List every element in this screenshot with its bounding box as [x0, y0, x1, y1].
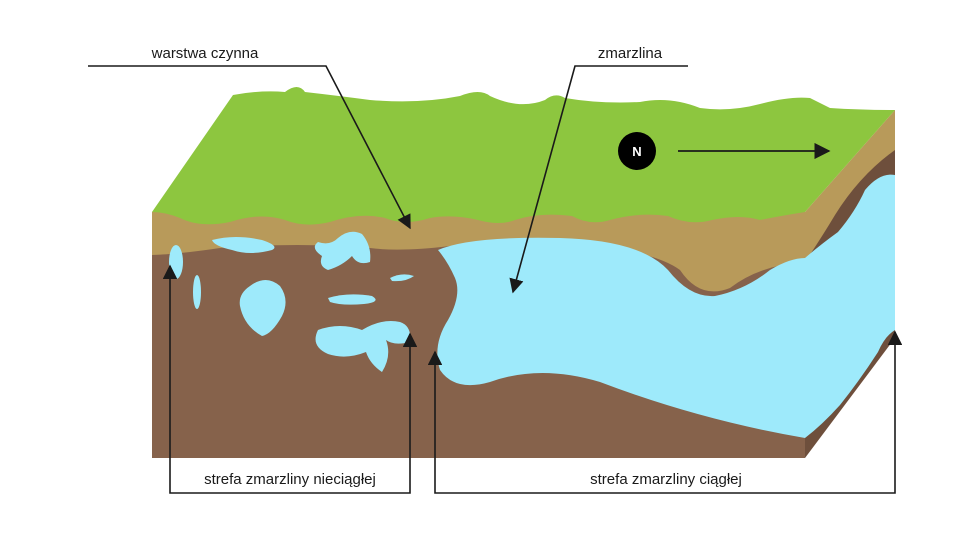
continuous-zone-label: strefa zmarzliny ciągłej [590, 471, 742, 488]
ice-lens [314, 231, 371, 270]
ice-lens [212, 237, 275, 253]
ice-lens [169, 245, 183, 279]
discontinuous-zone-bracket [162, 264, 418, 494]
active-layer-label: warstwa czynna [151, 45, 259, 62]
north-compass-circle [618, 132, 656, 170]
permafrost-label: zmarzlina [598, 45, 663, 62]
active-layer-leader [88, 65, 411, 230]
continuous-zone-bracket [427, 330, 903, 494]
grass-surface [152, 87, 895, 225]
permafrost-leader [509, 65, 688, 294]
north-label: N [632, 144, 641, 159]
active-layer-band [152, 212, 805, 292]
discontinuous-zone-label: strefa zmarzliny nieciągłej [204, 471, 376, 488]
continuous-permafrost-side [805, 174, 895, 439]
active-layer-side [805, 110, 895, 262]
ice-lens [193, 275, 201, 309]
